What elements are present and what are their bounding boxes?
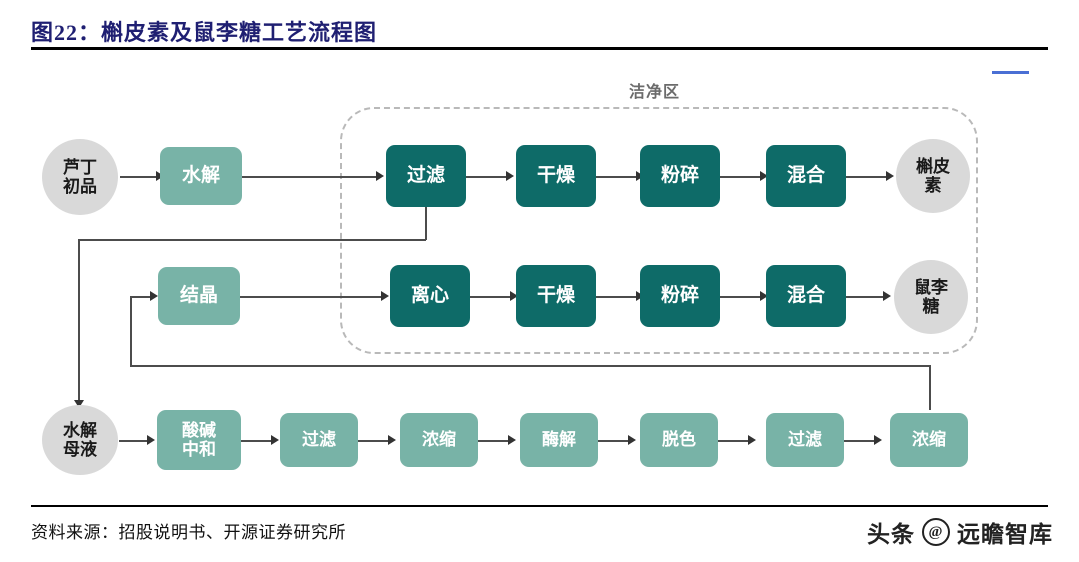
- node-rhamnose: 鼠李 糖: [894, 260, 968, 334]
- connector-r3-g: [844, 440, 876, 442]
- connector-r2-e: [846, 296, 886, 298]
- node-filter-3: 过滤: [766, 413, 844, 467]
- node-filter-2: 过滤: [280, 413, 358, 467]
- arrow-r3-a: [147, 435, 155, 445]
- watermark: 头条 @ 远瞻智库: [867, 515, 1053, 549]
- arrow-r3-e: [628, 435, 636, 445]
- node-concentrate-1: 浓缩: [400, 413, 478, 467]
- arrow-r3-g: [874, 435, 882, 445]
- connector-r3-c: [358, 440, 390, 442]
- arrow-r1-f: [886, 171, 894, 181]
- node-decolorize: 脱色: [640, 413, 718, 467]
- title-divider: [31, 47, 1048, 50]
- node-dry-2: 干燥: [516, 265, 596, 327]
- arrow-r3-d: [508, 435, 516, 445]
- node-hydrolysis: 水解: [160, 147, 242, 205]
- accent-line: [992, 71, 1029, 74]
- node-mother-liquor: 水解 母液: [42, 405, 118, 475]
- node-crystallize: 结晶: [158, 267, 240, 325]
- connector-r2-in: [130, 296, 154, 298]
- connector-branch-to-mother: [78, 239, 80, 403]
- at-icon: @: [922, 518, 950, 546]
- connector-r1-f: [846, 176, 890, 178]
- connector-r1-a: [120, 176, 158, 178]
- connector-r3-b: [241, 440, 273, 442]
- arrow-r3-c: [388, 435, 396, 445]
- connector-loop-from-concentrate: [929, 365, 931, 410]
- connector-r3-e: [598, 440, 630, 442]
- watermark-prefix: 头条: [867, 522, 915, 547]
- node-mix-1: 混合: [766, 145, 846, 207]
- node-neutralization: 酸碱 中和: [157, 410, 241, 470]
- connector-r1-c: [466, 176, 510, 178]
- arrow-r1-c: [506, 171, 514, 181]
- node-filter-1: 过滤: [386, 145, 466, 207]
- node-centrifuge: 离心: [390, 265, 470, 327]
- node-enzymolysis: 酶解: [520, 413, 598, 467]
- connector-r3-d: [478, 440, 510, 442]
- connector-r2-a: [240, 296, 384, 298]
- node-crush-2: 粉碎: [640, 265, 720, 327]
- connector-loop-left: [130, 365, 930, 367]
- connector-branch-down: [425, 207, 427, 240]
- clean-zone-boundary: [340, 107, 978, 354]
- arrow-r2-in: [150, 291, 158, 301]
- node-rutin-crude: 芦丁 初品: [42, 139, 118, 215]
- connector-r3-a: [119, 440, 149, 442]
- connector-branch-left: [78, 239, 426, 241]
- arrow-r3-f: [748, 435, 756, 445]
- footer-divider: [31, 505, 1048, 507]
- arrow-r2-b: [510, 291, 518, 301]
- connector-r1-b: [242, 176, 378, 178]
- node-concentrate-2: 浓缩: [890, 413, 968, 467]
- arrow-r2-e: [883, 291, 891, 301]
- arrow-to-mother-liquor: [74, 400, 84, 408]
- arrow-r2-a: [381, 291, 389, 301]
- clean-zone-label: 洁净区: [629, 84, 681, 101]
- node-crush-1: 粉碎: [640, 145, 720, 207]
- connector-r2-b: [470, 296, 514, 298]
- node-quercetin: 槲皮 素: [896, 139, 970, 213]
- arrow-r3-b: [271, 435, 279, 445]
- connector-loop-up: [130, 296, 132, 366]
- connector-r1-e: [720, 176, 764, 178]
- connector-r1-d: [596, 176, 640, 178]
- watermark-name: 远瞻智库: [957, 522, 1053, 547]
- connector-r2-c: [596, 296, 640, 298]
- connector-r3-f: [718, 440, 750, 442]
- node-dry-1: 干燥: [516, 145, 596, 207]
- connector-r2-d: [720, 296, 764, 298]
- arrow-r1-e: [760, 171, 768, 181]
- arrow-r2-d: [760, 291, 768, 301]
- node-mix-2: 混合: [766, 265, 846, 327]
- source-note: 资料来源：招股说明书、开源证券研究所: [31, 523, 346, 542]
- page-title: 图22：槲皮素及鼠李糖工艺流程图: [31, 20, 378, 45]
- arrow-r1-b: [376, 171, 384, 181]
